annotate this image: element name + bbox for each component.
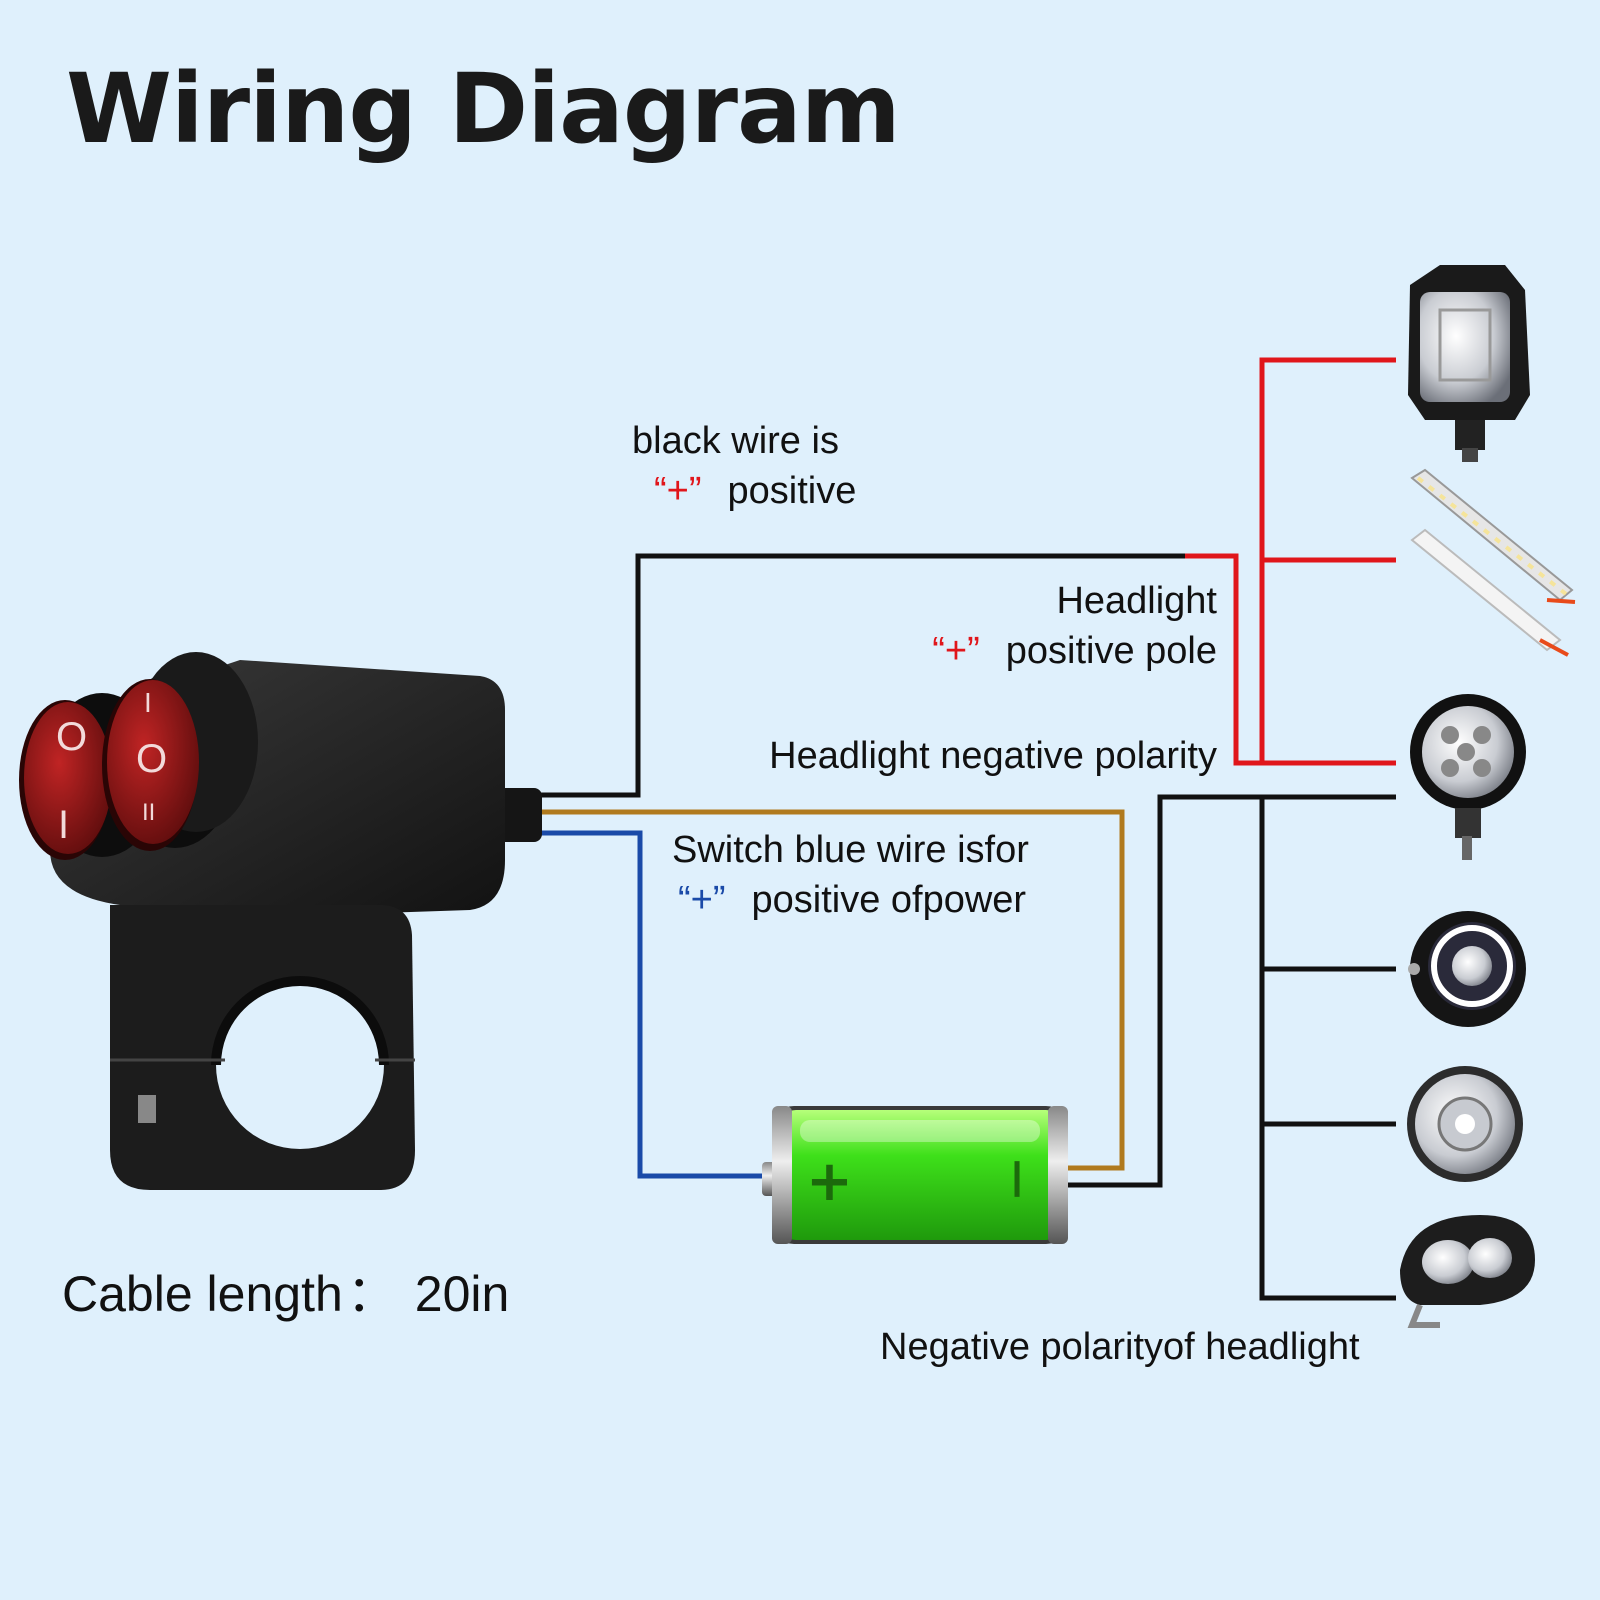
black-wire-label-line1: black wire is	[632, 420, 839, 462]
right-rocker-mark-bottom: II	[142, 799, 155, 826]
led-strip-icon	[1410, 468, 1576, 657]
left-rocker-on-mark: I	[58, 803, 69, 847]
cable-length-text: Cable length	[62, 1266, 343, 1322]
black-wire-label-line2: positive	[727, 470, 857, 512]
cable-length-separator: ：	[346, 1266, 397, 1322]
cable-length-label: Cable length： 20in	[62, 1254, 509, 1326]
round-led-light-icon	[1410, 694, 1526, 860]
headlight-negative-label: Headlight negative polarity	[769, 735, 1217, 777]
negative-black-bus	[1259, 797, 1396, 1301]
positive-symbol: “+”	[678, 879, 726, 921]
headlight-positive-line1: Headlight	[1056, 580, 1217, 622]
switch-blue-wire-label: Switch blue wire isfor “+” positive ofpow…	[672, 825, 1029, 925]
black-wire-label: black wire is “+” positive	[632, 416, 856, 516]
black-wire	[538, 553, 1185, 798]
headlight-positive-line2: positive pole	[1005, 630, 1217, 672]
right-rocker-mark-top: I	[144, 687, 152, 718]
blue-power-wire	[538, 830, 764, 1179]
brown-wire	[538, 809, 1125, 1171]
oval-spot-light-icon	[1400, 1215, 1535, 1328]
positive-symbol: “+”	[932, 630, 980, 672]
negative-black-wire	[1060, 794, 1396, 1188]
page-title: Wiring Diagram	[66, 53, 901, 165]
positive-red-wire	[1185, 553, 1396, 766]
battery-plus-sign: +	[806, 1149, 853, 1214]
handlebar-hole	[216, 981, 384, 1149]
round-fog-light-icon	[1407, 1066, 1523, 1182]
left-rocker-button[interactable]	[24, 702, 112, 854]
right-rocker-mark-mid: O	[136, 737, 167, 781]
switch-blue-line2: positive ofpower	[751, 879, 1027, 921]
headlight-positive-label: Headlight “+” positive pole	[932, 576, 1217, 676]
battery: + —	[762, 1106, 1068, 1244]
left-rocker-off-mark: O	[56, 715, 87, 759]
positive-red-bus	[1259, 357, 1396, 763]
switch-blue-line1: Switch blue wire isfor	[672, 829, 1029, 871]
positive-symbol: “+”	[654, 470, 702, 512]
battery-minus-sign: —	[996, 1159, 1042, 1199]
handlebar-switch: O I I O II	[19, 652, 542, 1190]
square-work-light-icon	[1408, 265, 1530, 462]
cable-length-value: 20in	[414, 1266, 510, 1322]
right-rocker-button[interactable]	[107, 680, 199, 844]
negative-polarity-label: Negative polarityof headlight	[880, 1326, 1360, 1368]
halo-headlight-icon	[1408, 911, 1526, 1027]
